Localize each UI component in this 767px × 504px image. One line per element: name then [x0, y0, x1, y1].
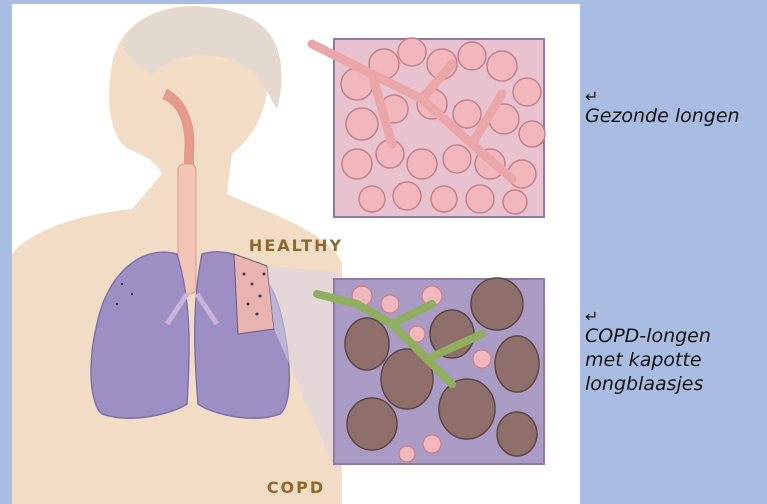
return-arrow-icon: ↵ — [585, 310, 711, 324]
healthy-note: ↵ Gezonde longen — [585, 90, 740, 128]
copd-note: ↵ COPD-longen met kapotte longblaasjes — [585, 310, 711, 396]
copd-caption: COPD — [166, 478, 426, 497]
copd-note-line-1: COPD-longen — [585, 324, 711, 348]
healthy-caption: HEALTHY — [166, 236, 426, 255]
copd-note-line-2: met kapotte — [585, 348, 711, 372]
illustration-panel: HEALTHY COPD — [12, 4, 580, 504]
copd-note-line-3: longblaasjes — [585, 372, 711, 396]
return-arrow-icon: ↵ — [585, 90, 740, 104]
healthy-alveoli-inset — [312, 38, 545, 217]
healthy-note-text: Gezonde longen — [585, 105, 740, 127]
copd-alveoli-inset — [317, 278, 544, 464]
